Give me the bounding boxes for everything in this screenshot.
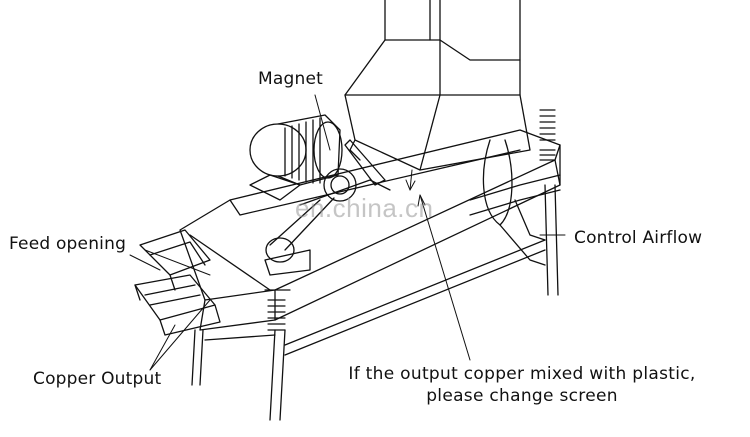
cyclone-tower <box>344 0 531 171</box>
airflow-pipe <box>469 139 561 266</box>
screen-note-line2: please change screen <box>426 386 618 406</box>
copper-output-chute <box>134 274 221 336</box>
feed-opening-label: Feed opening <box>9 234 127 254</box>
screen-note-line1: If the output copper mixed with plastic, <box>348 364 696 384</box>
magnet-plate <box>344 139 386 186</box>
screen-note: If the output copper mixed with plastic,… <box>322 363 722 407</box>
magnet-label: Magnet <box>258 69 323 89</box>
feed-hopper <box>139 229 211 291</box>
vibrating-deck <box>179 129 561 331</box>
copper-output-label: Copper Output <box>33 369 162 389</box>
motor-assembly <box>249 114 391 276</box>
control-airflow-label: Control Airflow <box>574 228 703 248</box>
springs <box>264 109 556 331</box>
leader-lines <box>129 94 566 371</box>
frame-legs <box>191 184 559 421</box>
watermark: en.china.cn <box>295 193 434 223</box>
